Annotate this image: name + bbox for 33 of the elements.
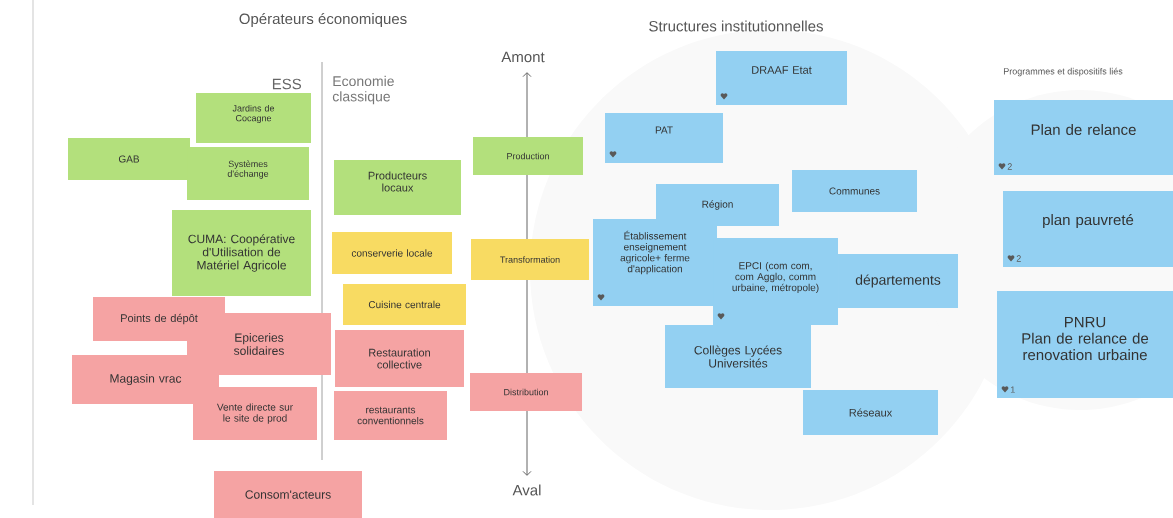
sticky-note: PAT bbox=[605, 113, 723, 163]
sticky-note: Production bbox=[473, 137, 583, 175]
heading: Programmes et dispositifs liés bbox=[1004, 67, 1123, 77]
sticky-note: départements bbox=[838, 254, 958, 308]
sticky-note: Vente directe sur le site de prod bbox=[193, 387, 317, 440]
sticky-note: Magasin vrac bbox=[72, 355, 219, 404]
sticky-note: Distribution bbox=[470, 373, 582, 411]
sticky-note: Réseaux bbox=[803, 390, 938, 435]
sticky-note: Points de dépôt bbox=[93, 297, 225, 341]
heading: Economie classique bbox=[332, 75, 394, 105]
sticky-note: DRAAF Etat bbox=[716, 51, 847, 105]
sticky-note: PNRU Plan de relance de renovation urbaine 1 bbox=[997, 291, 1173, 398]
sticky-note: GAB bbox=[68, 138, 190, 180]
sticky-note: Collèges Lycées Universités bbox=[665, 325, 811, 388]
heading: Aval bbox=[512, 484, 541, 496]
sticky-note: Région bbox=[656, 184, 779, 226]
sticky-note: Consom'acteurs bbox=[214, 471, 362, 518]
sticky-note: EPCI (com com, com Agglo, comm urbaine, métropole) bbox=[713, 238, 838, 325]
sticky-note: Communes bbox=[792, 170, 917, 212]
heading: Opérateurs économiques bbox=[239, 12, 407, 28]
sticky-note: Jardins de Cocagne bbox=[196, 93, 311, 143]
sticky-note: Systèmes d'échange bbox=[187, 147, 309, 200]
heading: Structures institutionnelles bbox=[649, 20, 823, 32]
sticky-note: CUMA: Coopérative d'Utilisation de Matériel Agricole bbox=[172, 210, 311, 296]
sticky-note: restaurants conventionnels bbox=[334, 391, 447, 440]
sticky-note: plan pauvreté 2 bbox=[1003, 191, 1173, 267]
sticky-note: Producteurs locaux bbox=[334, 160, 461, 215]
sticky-note: Restauration collective bbox=[335, 330, 464, 387]
sticky-note: conserverie locale bbox=[332, 232, 452, 274]
sticky-note: Plan de relance 2 bbox=[994, 100, 1173, 175]
sticky-note: Transformation bbox=[471, 239, 589, 280]
heading: Amont bbox=[501, 51, 545, 63]
sticky-note: Cuisine centrale bbox=[343, 284, 466, 325]
